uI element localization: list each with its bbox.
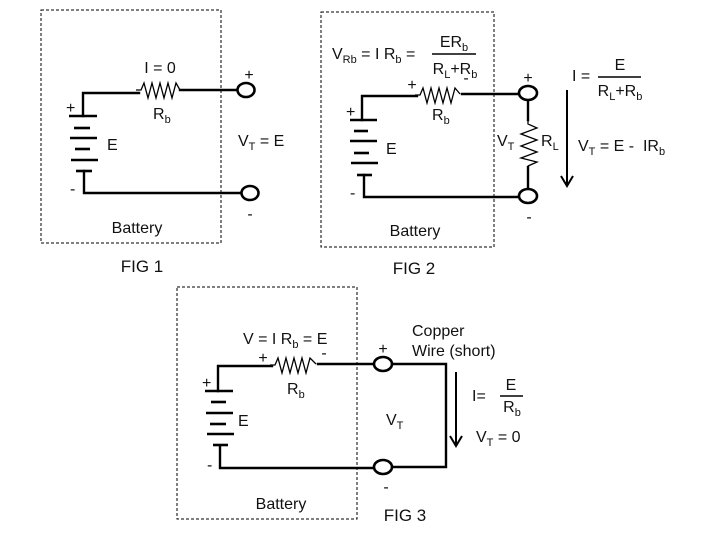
copper-wire-label-line1: Copper bbox=[412, 323, 465, 340]
resistor-label: Rb bbox=[287, 381, 305, 401]
top-wire-left bbox=[216, 364, 274, 393]
terminal-voltage-label: VT bbox=[386, 412, 404, 432]
internal-resistor-rb bbox=[270, 355, 317, 376]
current-formula-denominator: RL+Rb bbox=[598, 83, 643, 103]
resistor-label: Rb bbox=[153, 106, 171, 126]
battery-minus-sign: - bbox=[207, 457, 212, 474]
bottom-wire bbox=[82, 169, 244, 195]
figure-3: V = I Rb = E + - Rb E + - + - Copper Wir… bbox=[176, 286, 523, 525]
battery-box-label: Battery bbox=[112, 220, 163, 237]
battery-plus-sign: + bbox=[66, 100, 75, 117]
current-formula-numerator: E bbox=[615, 57, 626, 74]
terminal-minus-sign: - bbox=[526, 209, 531, 226]
terminal-voltage-formula: VT = 0 bbox=[476, 429, 521, 449]
load-resistor-rl bbox=[518, 120, 539, 167]
terminal-voltage-formula: VT = E - IRb bbox=[578, 138, 665, 158]
terminal-plus-sign: + bbox=[378, 341, 387, 358]
battery-cell-symbol bbox=[350, 118, 378, 177]
arrow-head-icon bbox=[560, 175, 574, 188]
figure-caption: FIG 1 bbox=[121, 257, 164, 276]
internal-resistor-rb bbox=[136, 80, 181, 101]
positive-terminal bbox=[236, 81, 256, 99]
terminal-plus-sign: + bbox=[523, 70, 532, 87]
resistor-minus-sign: - bbox=[321, 345, 326, 362]
negative-terminal bbox=[240, 184, 260, 202]
top-wire-left bbox=[360, 94, 419, 122]
current-formula-denominator: Rb bbox=[503, 399, 521, 419]
battery-minus-sign: - bbox=[350, 185, 355, 202]
bottom-wire bbox=[362, 173, 521, 199]
arrow-head-icon bbox=[449, 435, 463, 448]
negative-terminal bbox=[372, 458, 394, 476]
figure-caption: FIG 3 bbox=[384, 506, 427, 525]
copper-wire-label-line2: Wire (short) bbox=[412, 343, 496, 360]
figure-2: VRb = I Rb = ERb RL+Rb + - Rb E + - + - … bbox=[320, 11, 665, 278]
battery-box-label: Battery bbox=[256, 496, 307, 513]
resistor-label: Rb bbox=[432, 107, 450, 127]
positive-terminal bbox=[517, 84, 539, 102]
internal-resistor-rb bbox=[415, 85, 461, 106]
current-formula-numerator: E bbox=[506, 377, 517, 394]
terminal-minus-sign: - bbox=[247, 206, 252, 223]
terminal-voltage-label: VT bbox=[497, 133, 515, 153]
battery-box-label: Battery bbox=[390, 223, 441, 240]
figure-1: I = 0 Rb E + - + - VT = E Battery FIG 1 bbox=[40, 9, 284, 276]
battery-plus-sign: + bbox=[346, 104, 355, 121]
source-emf-label: E bbox=[238, 413, 249, 430]
terminal-plus-sign: + bbox=[244, 67, 253, 84]
internal-voltage-drop-formula: VRb = I Rb = bbox=[332, 46, 415, 66]
figure-caption: FIG 2 bbox=[393, 259, 436, 278]
resistor-minus-sign: - bbox=[463, 70, 468, 87]
battery-boundary-box bbox=[40, 9, 222, 244]
battery-boundary-box bbox=[320, 11, 495, 248]
negative-terminal bbox=[517, 187, 539, 205]
internal-voltage-drop-formula: V = I Rb = E bbox=[243, 331, 327, 351]
current-formula-lhs: I = bbox=[572, 68, 590, 85]
fraction-numerator: ERb bbox=[440, 34, 468, 54]
top-wire-left bbox=[81, 91, 141, 118]
resistor-plus-sign: + bbox=[258, 350, 267, 367]
source-emf-label: E bbox=[107, 137, 118, 154]
battery-boundary-box bbox=[176, 286, 358, 520]
positive-terminal bbox=[372, 355, 394, 373]
current-formula-lhs: I= bbox=[472, 388, 486, 405]
battery-cell-symbol bbox=[205, 389, 234, 447]
battery-cell-symbol bbox=[69, 114, 98, 173]
battery-minus-sign: - bbox=[70, 181, 75, 198]
terminal-minus-sign: - bbox=[383, 479, 388, 496]
battery-plus-sign: + bbox=[202, 375, 211, 392]
fraction-denominator: RL+Rb bbox=[433, 61, 478, 81]
current-label: I = 0 bbox=[144, 60, 176, 77]
terminal-voltage-label: VT = E bbox=[238, 133, 284, 153]
source-emf-label: E bbox=[386, 141, 397, 158]
copper-short-wire bbox=[390, 362, 448, 469]
bottom-wire bbox=[218, 444, 376, 470]
load-resistor-label: RL bbox=[541, 133, 559, 153]
resistor-plus-sign: + bbox=[407, 77, 416, 94]
